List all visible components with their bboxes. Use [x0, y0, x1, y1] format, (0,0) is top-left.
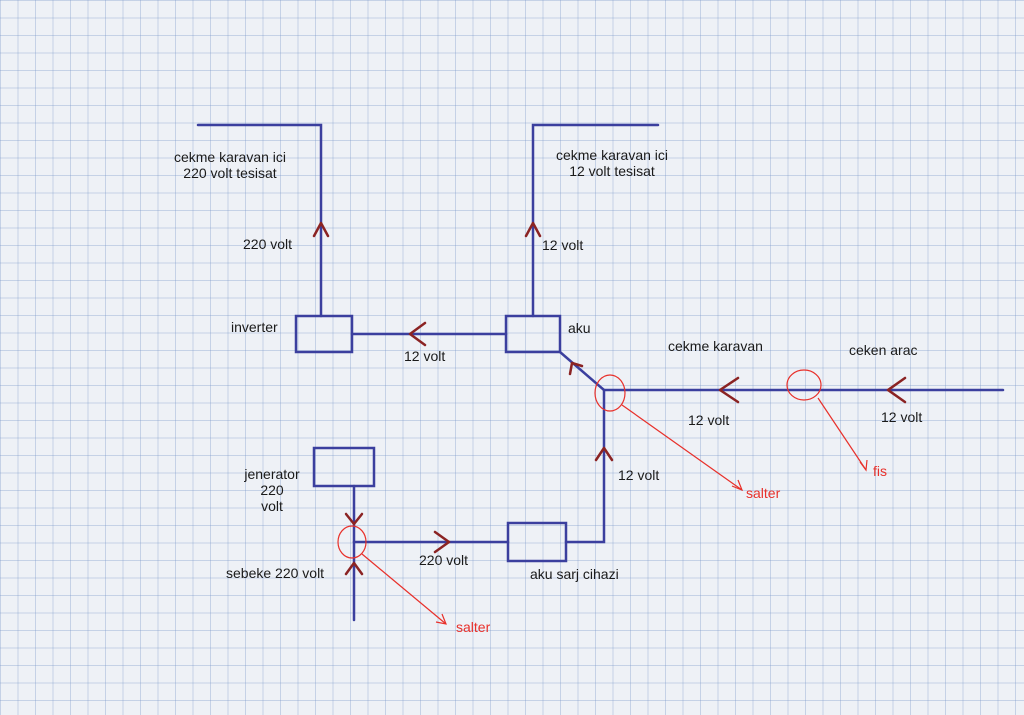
fis-arrowhead	[859, 459, 868, 472]
label-salter-right: salter	[746, 485, 781, 501]
trailer-12-line2: 12 volt tesisat	[569, 163, 655, 179]
aku-box	[504, 314, 562, 354]
jenerator-line1: jenerator	[244, 466, 300, 482]
trailer-12-label: cekme karavan ici 12 volt tesisat	[532, 147, 692, 179]
arrow-left-arac	[886, 376, 907, 404]
generator-box	[312, 446, 376, 488]
arrow-up-12	[524, 221, 542, 238]
salter-bottom-pointer	[361, 553, 447, 625]
salter-right-arrowhead	[731, 479, 744, 492]
label-220-volt-mid: 220 volt	[419, 552, 469, 568]
label-ceken-arac: ceken arac	[849, 342, 918, 358]
label-12-volt-inverter: 12 volt	[404, 348, 446, 364]
salter-bottom-circle	[337, 525, 367, 559]
arrow-up-charger	[594, 446, 614, 462]
arrow-down-generator	[344, 512, 364, 526]
label-aku: aku	[568, 320, 591, 336]
wire-220-indoor	[196, 123, 323, 318]
arrow-left-inverter	[408, 321, 427, 347]
label-12-volt-arac: 12 volt	[881, 409, 923, 425]
trailer-220-line1: cekme karavan ici	[173, 149, 287, 165]
label-jenerator: jenerator 220 volt	[232, 466, 312, 514]
label-aku-sarj: aku sarj cihazi	[530, 566, 619, 582]
charger-box	[506, 521, 568, 563]
trailer-220-label: cekme karavan ici 220 volt tesisat	[150, 149, 310, 181]
trailer-12-line1: cekme karavan ici	[555, 147, 669, 163]
label-12-volt-top: 12 volt	[542, 237, 584, 253]
label-fis: fis	[873, 463, 887, 479]
label-sebeke: sebeke 220 volt	[226, 565, 325, 581]
arrow-aku-junction	[568, 361, 584, 376]
fis-circle	[786, 369, 822, 401]
label-salter-bottom: salter	[456, 619, 491, 635]
arrow-up-220	[312, 221, 330, 238]
salter-right-pointer	[621, 404, 743, 491]
salter-right-circle	[594, 374, 626, 412]
label-220-volt-top: 220 volt	[243, 236, 293, 252]
wire-charger-junction	[564, 388, 606, 544]
label-cekme-karavan: cekme karavan	[668, 338, 763, 354]
salter-bottom-arrowhead	[435, 613, 447, 625]
arrow-left-karavan	[718, 376, 740, 404]
label-12-volt-karavan: 12 volt	[688, 412, 730, 428]
jenerator-line3: volt	[261, 498, 283, 514]
jenerator-line2: 220	[260, 482, 284, 498]
label-12-volt-charger: 12 volt	[618, 467, 660, 483]
wire-12-indoor	[531, 123, 660, 318]
arrow-right-220	[433, 530, 451, 554]
arrow-up-grid	[344, 561, 364, 576]
trailer-220-line2: 220 volt tesisat	[183, 165, 277, 181]
fis-pointer	[817, 397, 867, 471]
label-inverter: inverter	[231, 319, 278, 335]
inverter-box	[294, 314, 354, 354]
